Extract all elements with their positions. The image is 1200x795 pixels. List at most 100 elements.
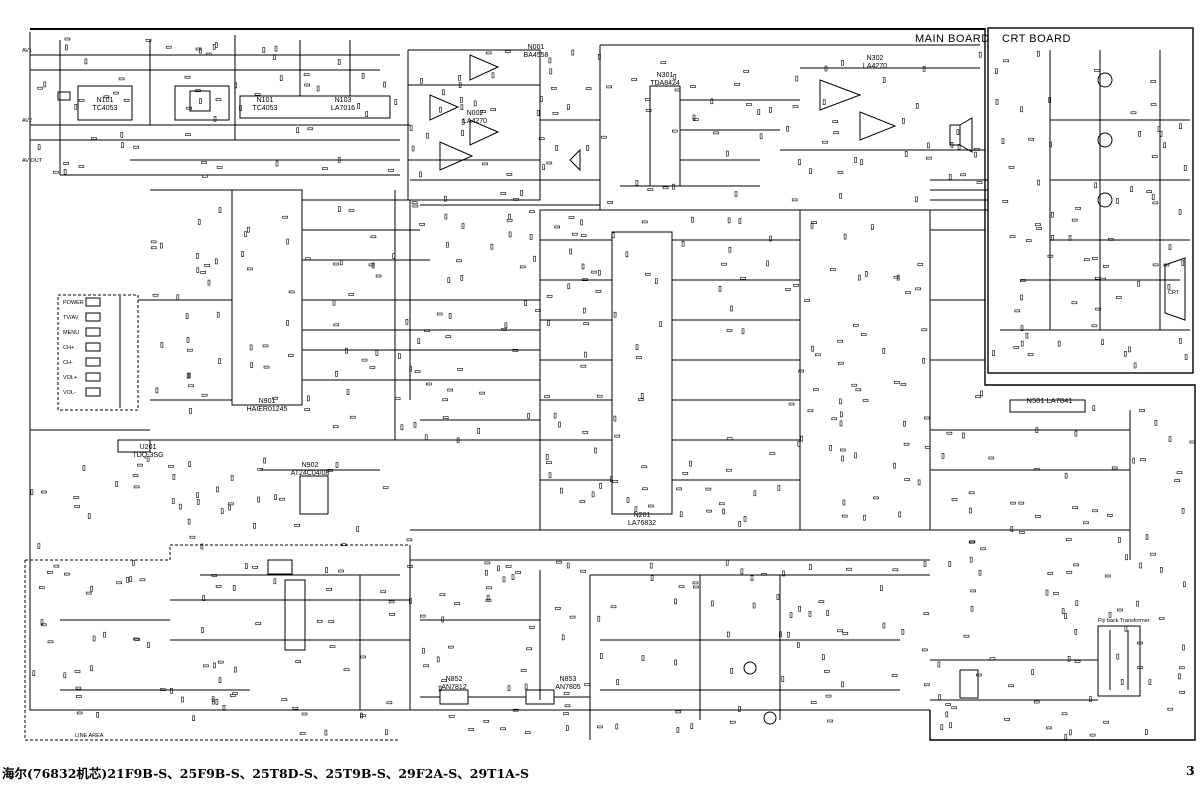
ic-part: LA7841 <box>1046 396 1073 405</box>
component-symbol <box>1145 534 1149 540</box>
component-symbol <box>186 106 192 110</box>
component-symbol <box>446 241 449 248</box>
component-symbol <box>442 416 449 419</box>
component-symbol <box>839 420 843 427</box>
component-symbol <box>1084 258 1090 262</box>
component-symbol <box>370 235 377 239</box>
component-symbol <box>597 615 601 622</box>
component-symbol <box>262 47 266 53</box>
component-symbol <box>316 619 323 623</box>
component-symbol <box>1018 501 1025 505</box>
component-symbol <box>842 631 849 635</box>
component-symbol <box>307 395 310 402</box>
component-symbol <box>980 390 984 397</box>
component-symbol <box>1182 644 1185 651</box>
component-symbol <box>232 584 236 591</box>
component-symbol <box>196 253 199 259</box>
component-symbol <box>338 569 344 573</box>
component-symbol <box>441 616 445 623</box>
component-symbol <box>337 59 341 65</box>
component-symbol <box>76 711 83 715</box>
component-symbol <box>438 685 442 692</box>
component-symbol <box>1117 608 1123 612</box>
component-symbol <box>842 499 846 506</box>
component-symbol <box>957 144 961 150</box>
component-symbol <box>852 324 859 327</box>
component-symbol <box>690 723 694 730</box>
component-symbol <box>1004 718 1011 721</box>
component-symbol <box>328 620 335 623</box>
component-symbol <box>607 201 614 204</box>
component-symbol <box>511 574 515 580</box>
component-symbol <box>239 105 242 111</box>
component-symbol <box>598 53 601 60</box>
component-symbol <box>103 95 110 99</box>
component-symbol <box>893 275 900 279</box>
component-symbol <box>200 270 206 274</box>
component-symbol <box>1057 340 1061 347</box>
component-symbol <box>941 452 945 459</box>
component-symbol <box>1053 591 1059 595</box>
component-symbol <box>252 565 258 569</box>
component-symbol <box>325 567 328 573</box>
component-symbol <box>196 492 199 499</box>
component-symbol <box>222 705 226 711</box>
component-symbol <box>508 231 512 238</box>
component-symbol <box>382 486 389 489</box>
component-symbol <box>582 307 586 314</box>
component-symbol <box>436 312 443 316</box>
component-symbol <box>779 631 782 638</box>
component-symbol <box>804 299 811 302</box>
component-symbol <box>673 74 677 80</box>
component-symbol <box>1061 712 1068 716</box>
component-symbol <box>1167 707 1174 711</box>
component-symbol <box>1068 235 1072 241</box>
component-symbol <box>520 190 523 196</box>
component-symbol <box>215 98 222 101</box>
component-symbol <box>1094 182 1097 189</box>
component-symbol <box>611 232 615 239</box>
component-symbol <box>447 277 451 284</box>
component-symbol <box>692 114 696 121</box>
ic-ref: N902 <box>301 462 319 469</box>
component-symbol <box>168 464 174 468</box>
component-symbol <box>827 719 833 723</box>
component-symbol <box>776 594 780 600</box>
component-symbol <box>725 150 729 157</box>
component-symbol <box>822 140 828 144</box>
component-symbol <box>1092 257 1098 260</box>
component-symbol <box>286 238 289 245</box>
component-symbol <box>892 568 899 572</box>
component-symbol <box>203 664 209 668</box>
component-symbol <box>654 278 658 285</box>
component-symbol <box>864 270 868 277</box>
ic-part: LA4270 <box>462 118 488 125</box>
component-symbol <box>400 424 404 431</box>
component-symbol <box>1035 427 1039 434</box>
component-symbol <box>1094 69 1100 72</box>
component-symbol <box>710 98 714 105</box>
component-symbol <box>921 648 928 652</box>
component-symbol <box>988 456 995 460</box>
component-symbol <box>202 174 208 178</box>
component-symbol <box>1103 720 1109 724</box>
component-symbol <box>851 383 858 387</box>
component-symbol <box>596 394 603 398</box>
component-symbol <box>249 344 253 351</box>
component-symbol <box>212 43 216 50</box>
key-label-tvav: TV/AV <box>63 315 79 321</box>
component-symbol <box>645 109 652 112</box>
component-symbol <box>741 328 745 335</box>
component-symbol <box>582 430 589 434</box>
component-symbol <box>738 520 742 527</box>
component-symbol <box>196 499 200 505</box>
component-symbol <box>1074 628 1078 635</box>
component-symbol <box>580 364 587 368</box>
component-symbol <box>1010 526 1014 533</box>
ic-ref: N852 <box>445 676 463 683</box>
component-symbol <box>197 219 201 225</box>
component-symbol <box>360 712 363 719</box>
component-symbol <box>368 263 375 267</box>
component-symbol <box>843 233 847 240</box>
